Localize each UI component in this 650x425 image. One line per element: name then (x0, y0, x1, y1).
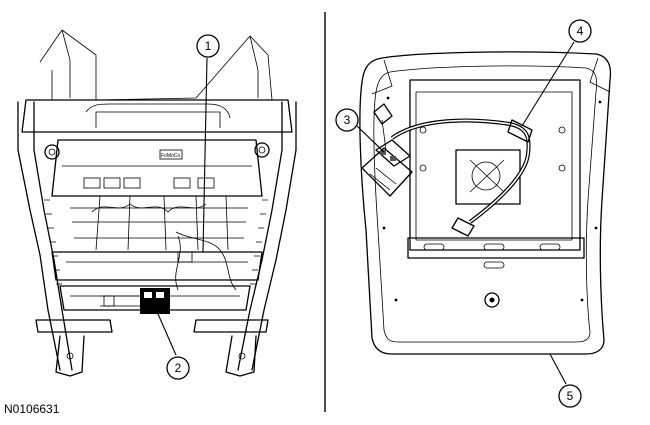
callout-5: 5 (549, 353, 582, 408)
seat-frame-drawing: FoMoCo (17, 29, 297, 377)
seat-cushion-drawing (359, 51, 612, 355)
figure-id-label: N0106631 (4, 402, 60, 416)
seat-module-underside (140, 288, 170, 314)
callout-3: 3 (335, 108, 385, 153)
occupant-classification-module (361, 139, 413, 197)
fomoco-label: FoMoCo (161, 153, 180, 159)
svg-text:4: 4 (577, 24, 584, 38)
svg-text:1: 1 (205, 39, 212, 53)
callout-4: 4 (521, 19, 592, 127)
callout-2: 2 (157, 313, 190, 380)
harness-wire (390, 118, 531, 224)
callout-1: 1 (196, 34, 220, 253)
svg-text:5: 5 (567, 389, 574, 403)
svg-text:3: 3 (344, 113, 351, 127)
svg-text:2: 2 (175, 361, 182, 375)
